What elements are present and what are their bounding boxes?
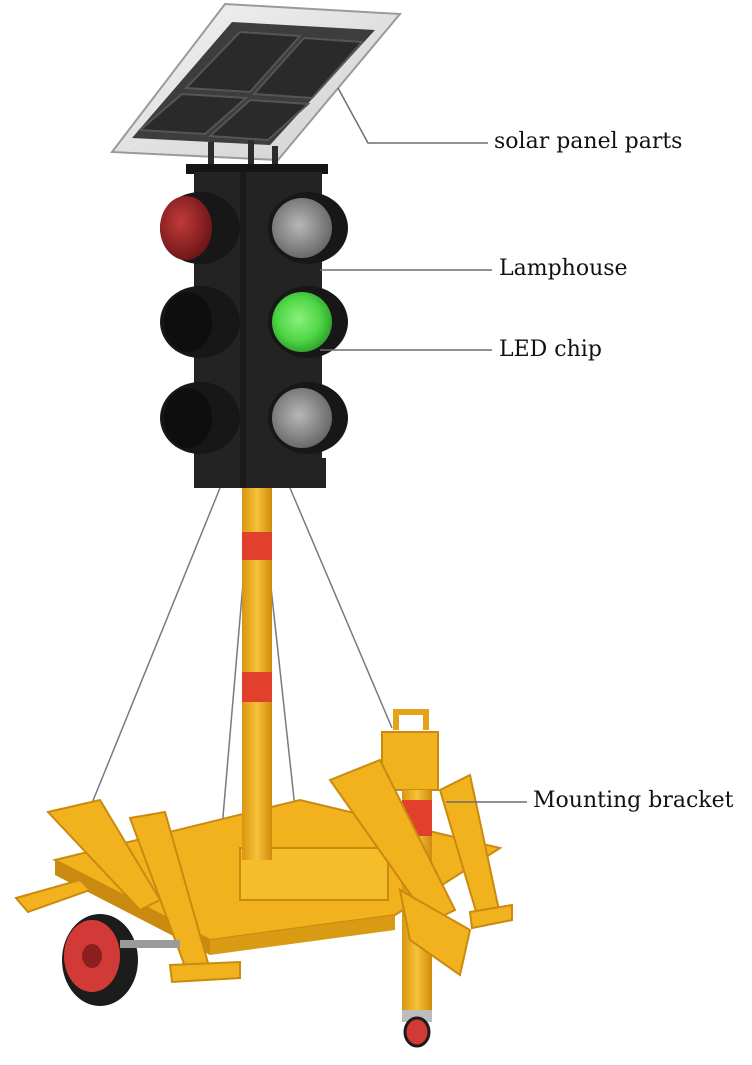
solar-panel-leader <box>337 87 488 144</box>
solar-panel <box>110 2 403 168</box>
wheel <box>62 914 180 1006</box>
outrigger-legs <box>14 758 513 984</box>
lamphouse <box>160 164 348 488</box>
guy-wires <box>89 487 393 911</box>
solar-panel-parts-label: solar panel parts <box>494 129 683 154</box>
lamphouse-label: Lamphouse <box>499 256 628 281</box>
led-chip-label: LED chip <box>499 337 602 362</box>
leader-lines <box>320 87 527 803</box>
caster-wheel <box>402 1010 432 1048</box>
mounting-bracket-label: Mounting bracket <box>533 788 734 813</box>
pole <box>242 488 272 860</box>
